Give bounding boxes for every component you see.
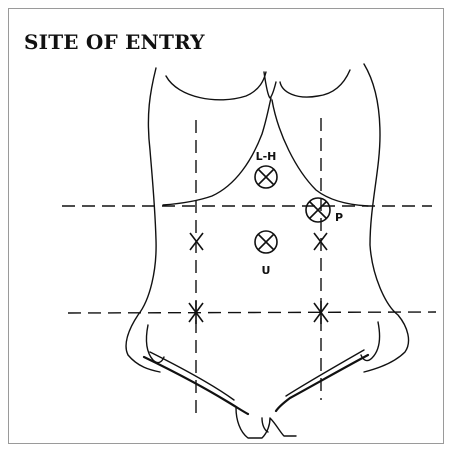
left-breast-outline xyxy=(166,72,266,100)
label-p: P xyxy=(335,211,343,224)
entry-site-lh-icon xyxy=(255,166,277,188)
left-iliac-crest xyxy=(146,325,164,363)
costal-margin-right xyxy=(272,100,368,206)
label-u: U xyxy=(262,264,271,277)
right-inguinal-band-inner xyxy=(286,350,364,396)
label-lh: L-H xyxy=(256,150,277,163)
left-arm-outline xyxy=(126,68,160,372)
right-iliac-crest xyxy=(361,322,380,361)
sternum-notch xyxy=(264,72,276,98)
right-arm-outline xyxy=(364,64,409,372)
entry-site-p-icon xyxy=(306,198,330,222)
right-inguinal-band xyxy=(276,355,368,411)
entry-site-u-icon xyxy=(255,231,277,253)
dashed-horizontal-lower xyxy=(68,312,436,313)
right-breast-outline xyxy=(280,70,350,97)
